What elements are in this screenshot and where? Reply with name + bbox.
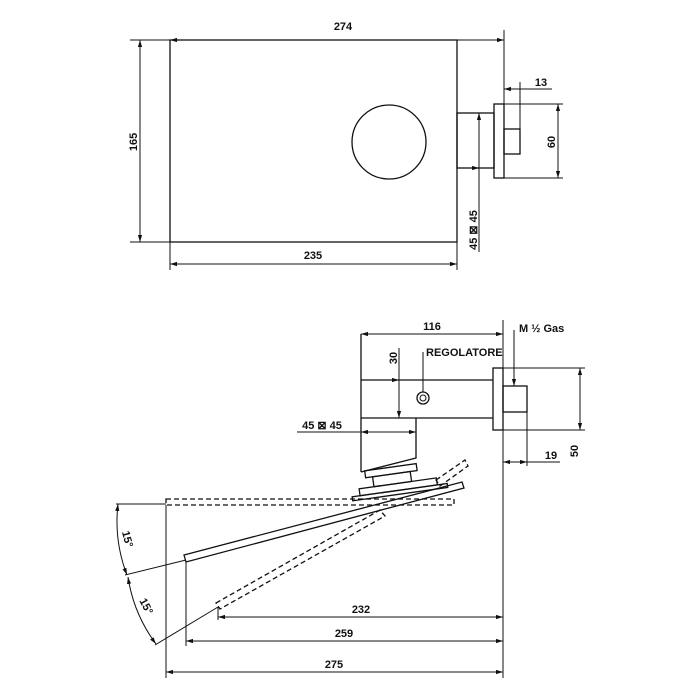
connector-body (456, 112, 495, 169)
regulator-screw-icon (416, 391, 430, 405)
spout-tilt-30 (215, 509, 386, 610)
dim-45x45-top-label: 45 ⊠ 45 (468, 210, 480, 250)
dim-165-label: 165 (128, 133, 140, 151)
handle-knob (351, 104, 427, 180)
dim-60-label: 60 (546, 136, 558, 148)
dim-259-label: 259 (335, 628, 353, 640)
dim-116-label: 116 (423, 321, 441, 333)
dim-235-label: 235 (304, 250, 322, 262)
angle-arc-upper (115, 503, 128, 576)
spout-horizontal (165, 498, 455, 506)
side-flange (492, 367, 504, 431)
dim-13-label: 13 (535, 77, 547, 89)
top-view: 274 165 235 13 60 45 ⊠ 45 (128, 21, 563, 270)
dim-274-label: 274 (334, 21, 353, 33)
wall-plate (169, 39, 458, 243)
dim-275-label: 275 (325, 659, 343, 671)
dim-232-label: 232 (352, 604, 370, 616)
angle-lower-label: 15° (136, 596, 154, 616)
thread-label: M ½ Gas (519, 323, 564, 335)
angle-arc-lower (126, 576, 157, 645)
side-view: REGOLATORE 15° 15° 116 M ½ Gas (115, 320, 585, 678)
regulator-label: REGOLATORE (426, 347, 503, 359)
cartridge (351, 462, 449, 502)
dim-45x45-side-label: 45 ⊠ 45 (302, 420, 342, 432)
thread-nub (503, 128, 521, 155)
dim-30-label: 30 (388, 352, 400, 364)
flange (493, 103, 505, 179)
side-thread-nub (502, 385, 528, 413)
dim-19-label: 19 (545, 450, 557, 462)
dim-50-label: 50 (569, 445, 581, 457)
angle-upper-label: 15° (119, 530, 135, 549)
